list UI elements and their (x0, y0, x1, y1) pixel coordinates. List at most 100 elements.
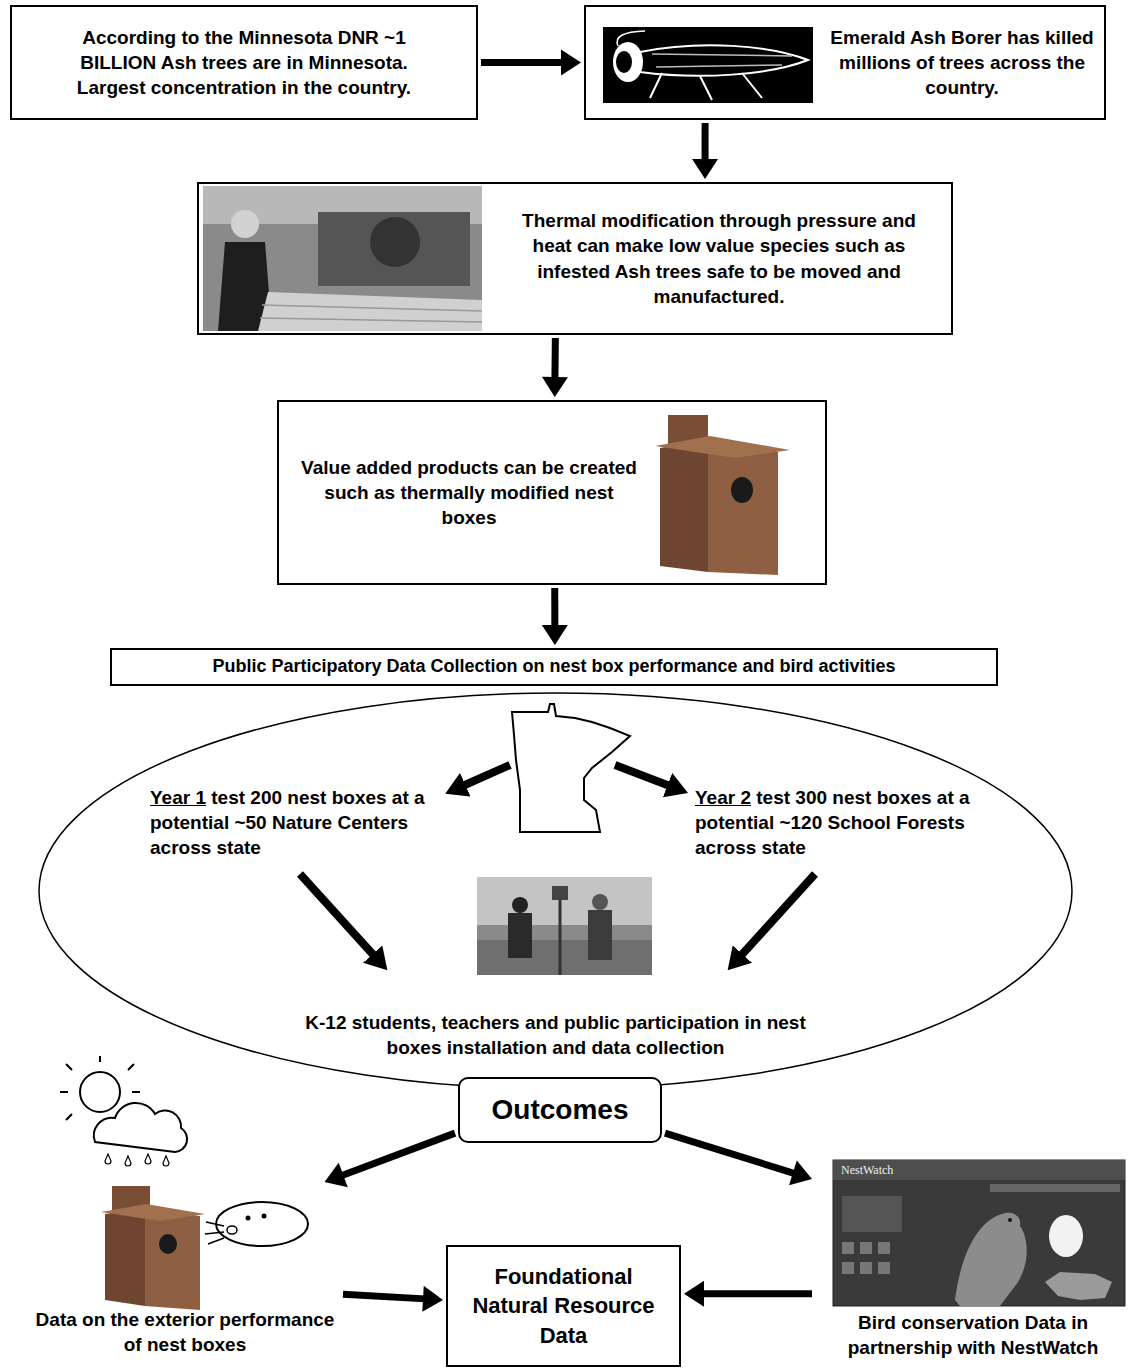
kiln-door (370, 217, 420, 267)
arrow-head (561, 50, 581, 76)
photo-ground (203, 186, 482, 331)
photo-person-head (512, 897, 528, 913)
wind-face-mouth (227, 1226, 237, 1234)
wind-face-eye (262, 1214, 267, 1219)
process-box: Emerald Ash Borer has killed millions of… (584, 5, 1106, 120)
nest-box-picture (655, 415, 790, 575)
node-text: Public Participatory Data Collection on … (118, 655, 990, 679)
flow-arrow (481, 50, 581, 76)
flow-arrow (692, 123, 718, 179)
picture-node: Data on the exterior performance of nest… (30, 1185, 340, 1367)
arrow-shaft (551, 338, 558, 379)
arrow-shaft (551, 588, 558, 627)
wind-face-eye (246, 1216, 251, 1221)
cloud (94, 1103, 187, 1152)
group-ellipse: Year 1 test 200 nest boxes at a potentia… (38, 692, 1073, 1090)
block-arrow (615, 765, 675, 788)
flow-arrow (542, 338, 568, 397)
arrow-head (422, 1286, 443, 1312)
arrow-shaft (702, 123, 709, 161)
arrow-shaft (341, 1133, 455, 1176)
rain-drop (105, 1154, 169, 1166)
picture-node: Bird conservation Data in partnership wi… (815, 1158, 1131, 1367)
screenshot-header (833, 1160, 1125, 1180)
arrow-shaft (343, 1294, 425, 1299)
nest-box-hole (159, 1234, 177, 1254)
block-arrow (300, 874, 378, 960)
nest-box-side (660, 440, 708, 572)
lumber-line (260, 305, 482, 322)
arrow-head (542, 625, 568, 645)
nest-box-roof (101, 1204, 205, 1221)
photo-nest-box (552, 886, 568, 900)
field-photo (477, 877, 652, 975)
nest-box-side (105, 1208, 145, 1306)
arrow-head (692, 159, 718, 179)
insect-eye (613, 42, 643, 82)
person-head (231, 210, 259, 238)
state-outline (512, 704, 630, 832)
nest-box-roof (655, 436, 790, 458)
underlined-lead: Year 2 (695, 787, 751, 808)
screenshot-icon (842, 1242, 890, 1274)
nest-box-front (708, 440, 778, 575)
flow-arrow (684, 1281, 812, 1307)
photo-person-head (592, 894, 608, 910)
screenshot-menu (990, 1184, 1120, 1192)
arrow-head (684, 1281, 704, 1307)
flow-arrow (343, 1286, 443, 1312)
process-box: Outcomes (458, 1077, 662, 1143)
node-text: Value added products can be created such… (299, 455, 639, 530)
wind-line (205, 1222, 224, 1244)
screenshot-egg (1049, 1215, 1083, 1257)
emerald-ash-borer-picture (603, 27, 813, 103)
screenshot-label: NestWatch (841, 1163, 893, 1178)
node-text: Foundational Natural Resource Data (456, 1262, 671, 1349)
screenshot-text-block (842, 1196, 902, 1232)
arrow-head (325, 1163, 348, 1187)
photo-grass (477, 940, 652, 975)
insect-pupil (616, 51, 632, 73)
flow-arrow (665, 1133, 812, 1185)
node-text: Year 1 test 200 nest boxes at a potentia… (150, 785, 430, 860)
picture-ground (603, 27, 813, 103)
node-text: Emerald Ash Borer has killed millions of… (824, 25, 1100, 100)
node-text: K-12 students, teachers and public parti… (278, 1010, 833, 1060)
weather-picture (60, 1056, 308, 1310)
node-text: Thermal modification through pressure an… (509, 208, 929, 308)
arrow-shaft (702, 1290, 812, 1297)
block-arrow (737, 874, 815, 960)
arrow-head (789, 1161, 812, 1186)
arrow-shaft (665, 1133, 795, 1173)
arrow-shaft (481, 59, 563, 66)
minnesota-map (512, 704, 630, 832)
nestwatch-screenshot (833, 1160, 1125, 1306)
kiln-machine (318, 212, 470, 286)
kiln-photo (203, 186, 482, 331)
photo-person-body (588, 910, 612, 960)
nest-box-front (145, 1208, 200, 1310)
flow-arrow (325, 1133, 456, 1187)
ellipse-line (39, 693, 1072, 1089)
underlined-lead: Year 1 (150, 787, 206, 808)
wind-cloud (216, 1202, 308, 1246)
node-text: Outcomes (460, 1092, 660, 1129)
process-box: Thermal modification through pressure an… (197, 182, 953, 335)
node-text: According to the Minnesota DNR ~1 BILLIO… (44, 25, 444, 100)
process-box: According to the Minnesota DNR ~1 BILLIO… (10, 5, 478, 120)
screenshot-bird (955, 1213, 1027, 1306)
process-box: Value added products can be created such… (277, 400, 827, 585)
node-text: Data on the exterior performance of nest… (35, 1307, 335, 1357)
process-box: Public Participatory Data Collection on … (110, 648, 998, 686)
photo-trees (477, 925, 652, 940)
screenshot-ground (833, 1160, 1125, 1306)
block-arrow (458, 765, 510, 788)
node-text: Year 2 test 300 nest boxes at a potentia… (695, 785, 975, 860)
process-box: Foundational Natural Resource Data (446, 1245, 681, 1367)
arrow-head (542, 377, 568, 397)
insect-body (640, 45, 808, 75)
sun (80, 1072, 120, 1112)
